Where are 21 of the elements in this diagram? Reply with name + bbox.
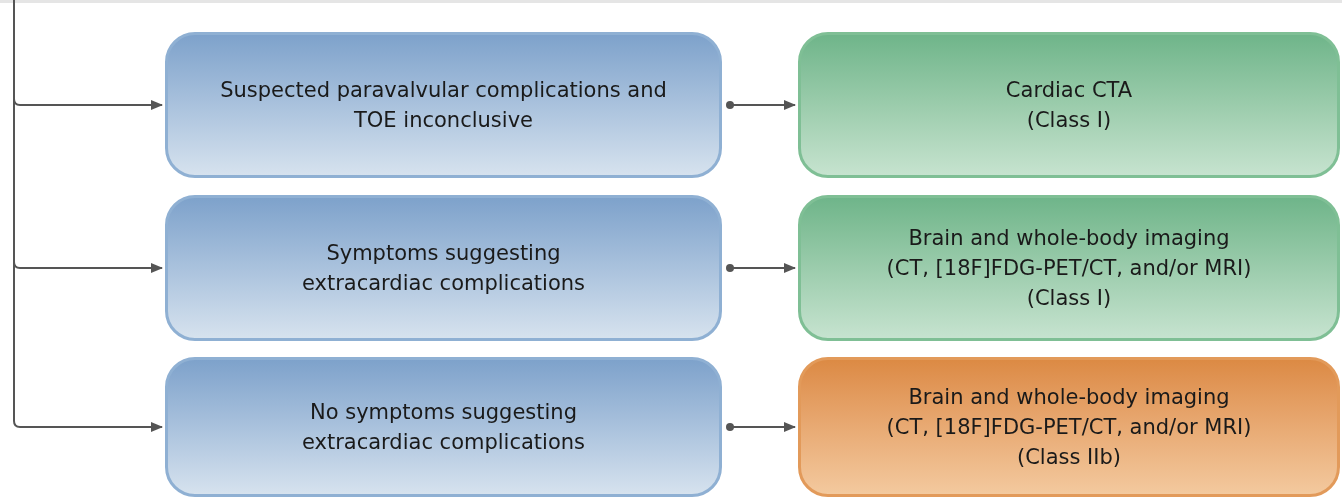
box-text: (Class IIb) bbox=[1017, 444, 1121, 471]
process-box bbox=[165, 32, 722, 178]
process-box bbox=[165, 357, 722, 497]
arrow bbox=[726, 263, 796, 273]
box-text: Brain and whole-body imaging bbox=[908, 384, 1230, 411]
process-box bbox=[798, 357, 1340, 497]
box-text: (Class I) bbox=[1026, 285, 1112, 312]
box-text: Suspected paravalvular complications and TOE inconclusive bbox=[219, 77, 668, 134]
box-text: (CT, [18F]FDG-PET/CT, and/or MRI) bbox=[886, 255, 1252, 282]
box-text: Symptoms suggesting extracardiac complications bbox=[300, 240, 587, 297]
arrow bbox=[726, 422, 796, 432]
box-text: Cardiac CTA bbox=[1005, 77, 1133, 104]
box-text: No symptoms suggesting extracardiac complications bbox=[300, 399, 587, 456]
box-text: (CT, [18F]FDG-PET/CT, and/or MRI) bbox=[886, 414, 1252, 441]
arrow bbox=[726, 100, 796, 110]
process-box bbox=[165, 195, 722, 341]
box-text: (Class I) bbox=[1026, 107, 1112, 134]
box-text: Brain and whole-body imaging bbox=[908, 225, 1230, 252]
process-box bbox=[798, 195, 1340, 341]
arrow bbox=[13, 0, 163, 432]
process-box bbox=[798, 32, 1340, 178]
